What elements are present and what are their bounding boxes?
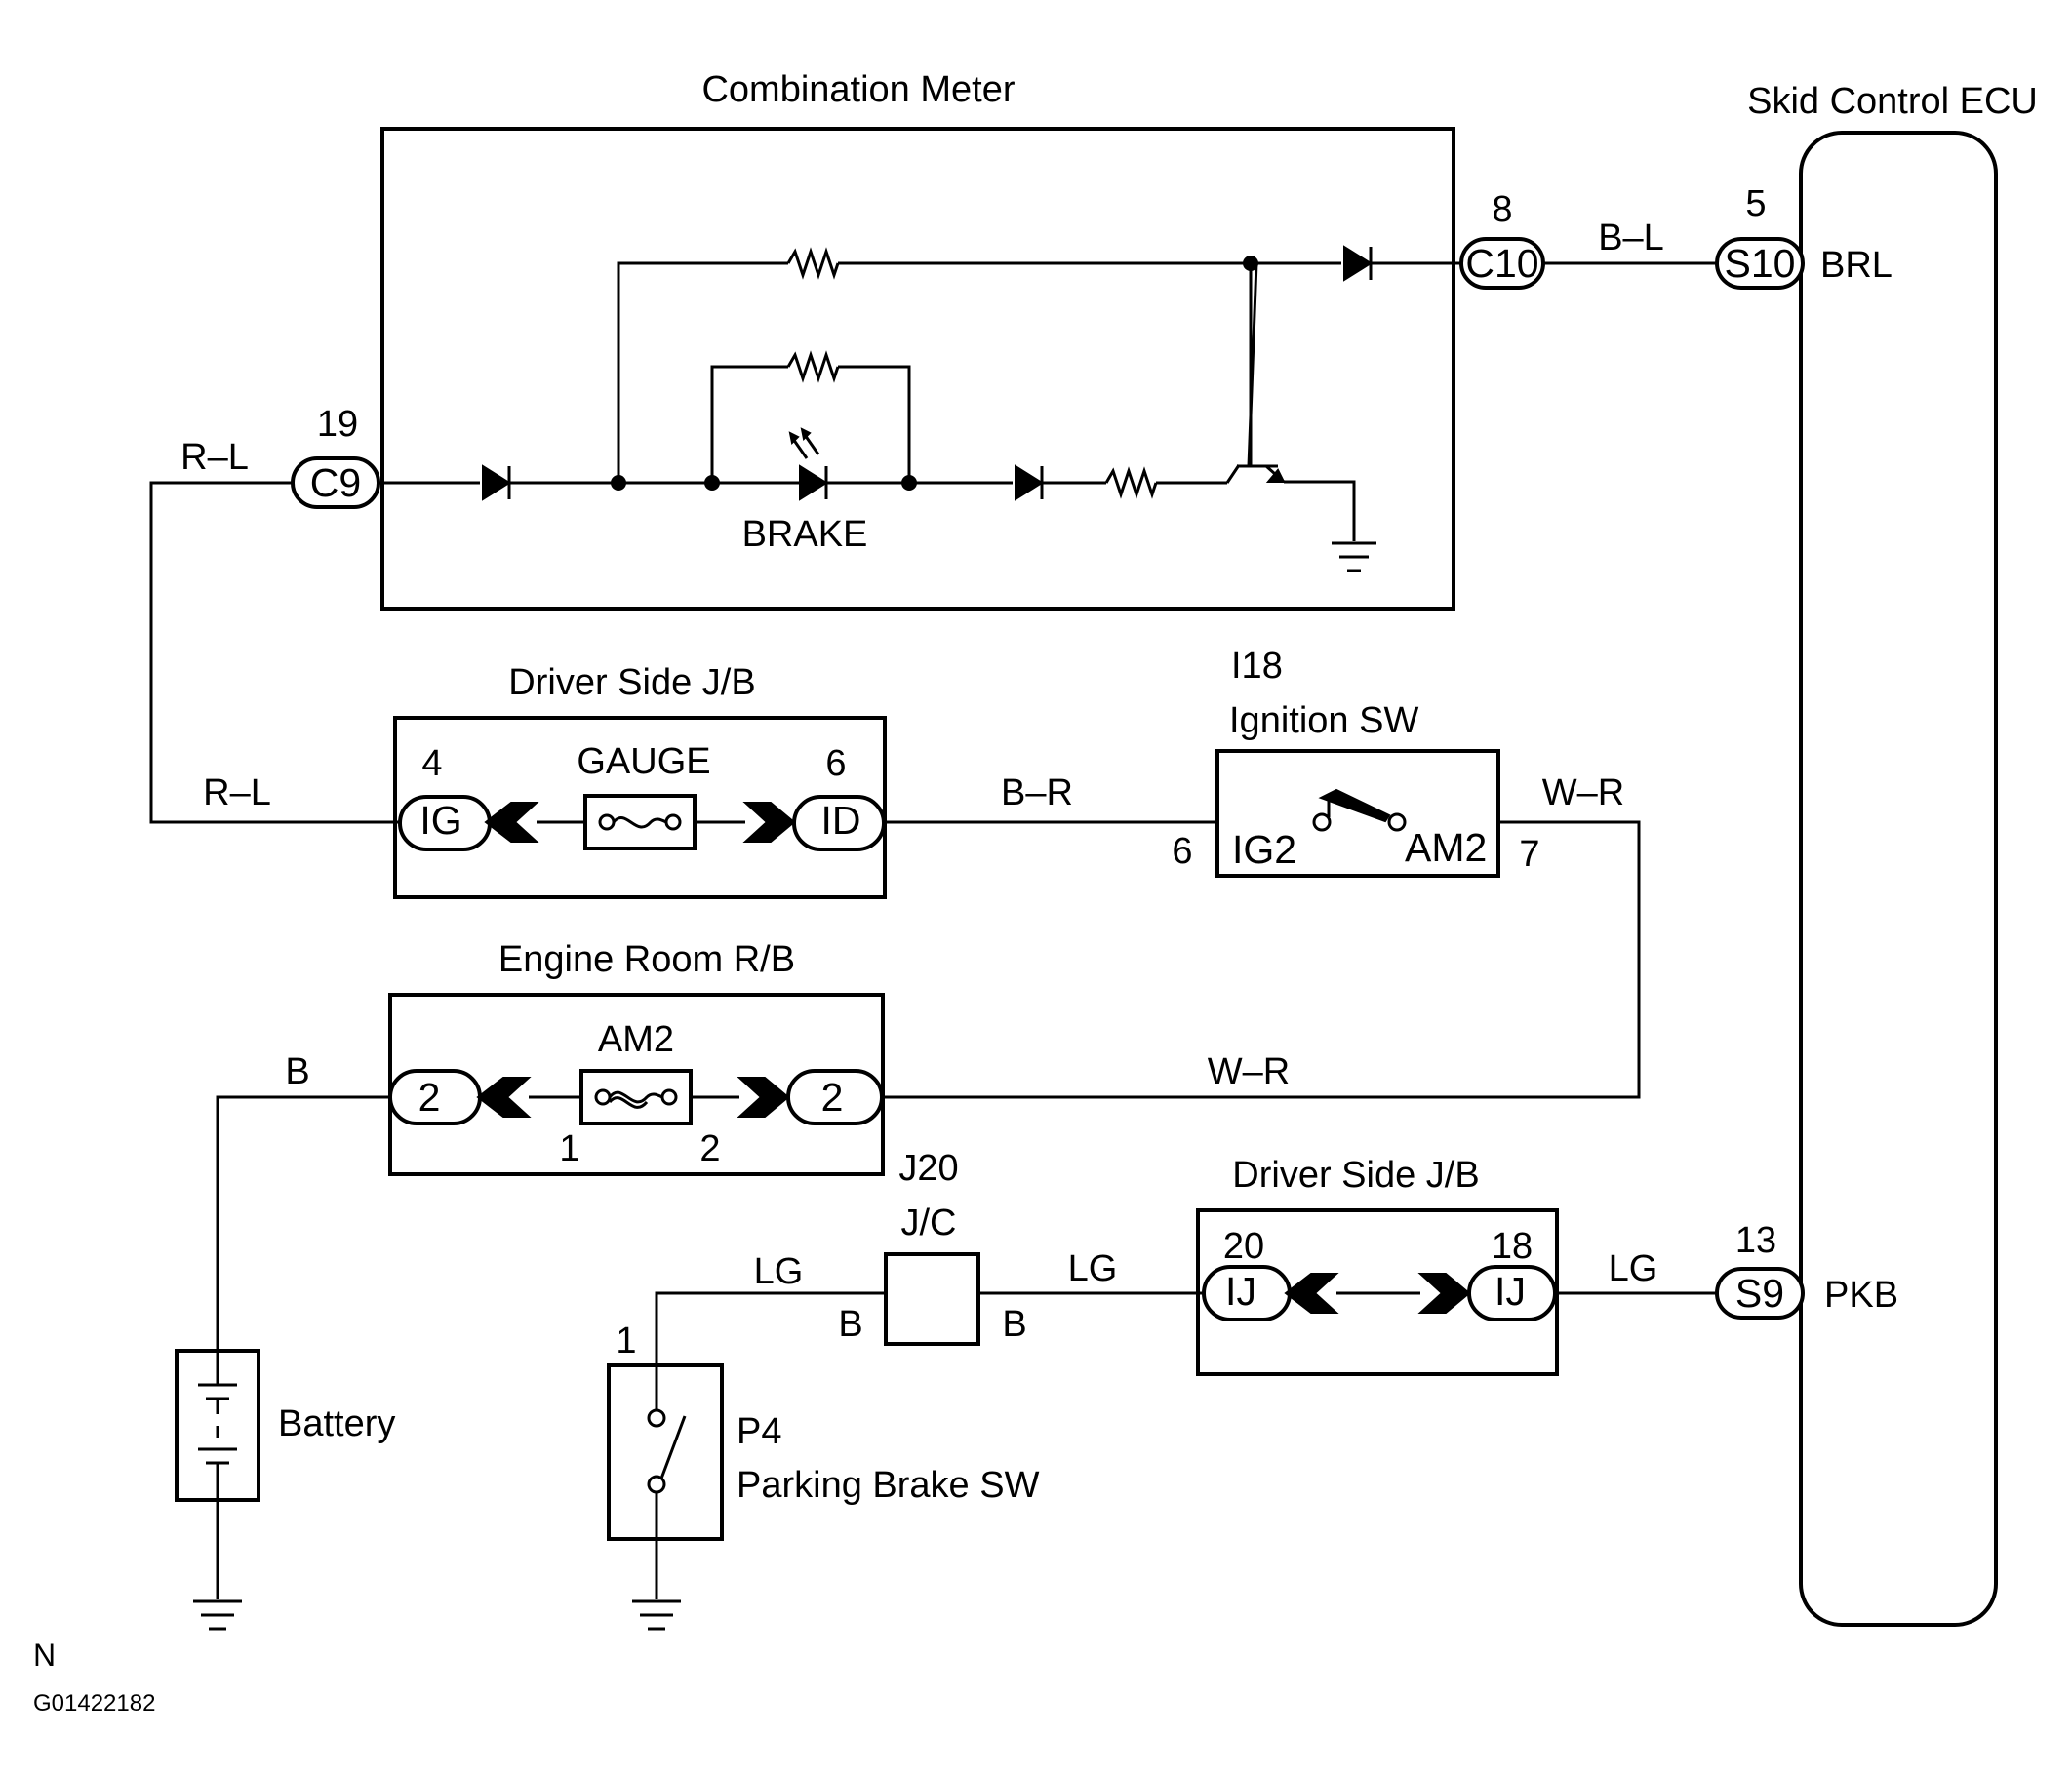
ground-icon [632,1599,681,1631]
wire-label-ig: R–L [203,772,271,813]
driver-jb-bottom-title: Driver Side J/B [1232,1155,1479,1196]
terminal-arrow-icon [1417,1273,1471,1314]
am2-fuse-pin-right: 2 [699,1128,720,1169]
skid-ecu-title: Skid Control ECU [1747,81,2038,122]
connector-ij-left-label: IJ [1225,1269,1256,1314]
terminal-brl: BRL [1820,245,1893,286]
ignition-sw-title: Ignition SW [1229,700,1418,741]
footer-letter: N [33,1637,56,1673]
connector-ig-label: IG [419,798,461,843]
jc-code: J20 [898,1148,958,1189]
connector-id-pin: 6 [825,743,846,784]
battery: Battery [175,1349,395,1502]
connector-ij-right [1467,1265,1557,1321]
brake-lamp-label: BRAKE [742,514,868,555]
connector-c9 [291,456,380,509]
jc-pin-left: B [838,1304,862,1345]
wire-label-ignition-right: W–R [1542,772,1624,813]
terminal-arrow-icon [1284,1273,1339,1314]
connector-s10 [1715,237,1805,290]
resistor-icon [1104,466,1158,499]
ignition-sw-code: I18 [1231,646,1283,687]
diode-icon [482,464,511,501]
am2-fuse-icon [579,1069,693,1125]
connector-ig-pin: 4 [421,743,442,784]
terminal-arrow-icon [476,1077,532,1118]
connector-s10-label: S10 [1725,241,1796,286]
brake-lamp-led-icon [799,464,828,501]
parking-brake-title: Parking Brake SW [737,1465,1040,1506]
connector-engine-left-label: 2 [418,1075,441,1120]
parking-brake-pin: 1 [616,1321,636,1361]
connector-ij-right-pin: 18 [1492,1226,1533,1267]
terminal-arrow-icon [742,802,796,843]
wires [149,261,1722,1599]
jc-pin-right: B [1002,1304,1026,1345]
engine-room-rb: Engine Room R/B 2 AM2 1 2 2 [388,939,885,1176]
connector-engine-right [786,1069,884,1125]
connector-c9-pin: 19 [317,404,358,445]
connector-s9-label: S9 [1735,1271,1784,1316]
ignition-ig2-label: IG2 [1232,827,1296,872]
diode-icon [1015,464,1044,501]
transistor-icon [1225,262,1356,541]
driver-side-jb-bottom: Driver Side J/B IJ 20 IJ 18 [1196,1155,1559,1376]
parking-brake-code: P4 [737,1411,781,1452]
switch-lever-icon [1318,788,1391,823]
ignition-pin-left: 6 [1172,831,1192,872]
wire-label-engine-left: B [285,1051,309,1092]
connector-ij-right-label: IJ [1494,1269,1526,1314]
ignition-pin-right: 7 [1519,834,1539,875]
gauge-fuse-icon [583,794,697,850]
wire-label-jc-left: LG [754,1251,804,1292]
am2-fuse-pin-left: 1 [559,1128,579,1169]
connector-s9 [1715,1267,1805,1320]
junction-connector-j20: J20 J/C B B LG LG [754,1148,1118,1346]
wire-label-ij-right: LG [1609,1248,1658,1289]
wire-label-engine-right: W–R [1208,1051,1290,1092]
terminal-arrow-icon [737,1077,790,1118]
connector-c9-label: C9 [310,460,361,505]
terminal-pkb: PKB [1824,1275,1898,1316]
connector-c10-label: C10 [1465,241,1538,286]
ground-icon [1332,541,1376,572]
ignition-am2-label: AM2 [1405,825,1487,870]
connector-s10-pin: 5 [1745,183,1766,224]
am2-fuse-label: AM2 [598,1019,674,1060]
connector-c10 [1459,237,1545,290]
connector-id [792,795,886,851]
diode-icon [1343,245,1373,282]
combination-meter: Combination Meter BRAKE [180,69,1664,611]
resistor-icon [786,247,840,280]
footer-code: G01422182 [33,1690,155,1716]
wire-label-id: B–R [1001,772,1073,813]
combination-meter-title: Combination Meter [701,69,1015,110]
connector-c10-pin: 8 [1492,189,1512,230]
parking-brake-switch: 1 P4 Parking Brake SW [607,1321,1040,1541]
wire-label-jc-right: LG [1068,1248,1118,1289]
skid-control-ecu: Skid Control ECU S10 5 BRL S9 13 PKB [1715,81,2038,1627]
wire-label-c9: R–L [180,437,249,478]
driver-side-jb-top: Driver Side J/B IG 4 GAUGE ID 6 [393,662,887,899]
battery-label: Battery [278,1403,395,1444]
driver-jb-top-title: Driver Side J/B [508,662,755,703]
resistor-icon [786,350,840,383]
connector-engine-right-label: 2 [821,1075,844,1120]
engine-rb-title: Engine Room R/B [498,939,795,980]
connector-s9-pin: 13 [1735,1220,1776,1261]
ignition-switch: I18 Ignition SW IG2 AM2 6 7 W–R [1172,646,1624,878]
terminal-arrow-icon [484,802,539,843]
connector-id-label: ID [821,798,861,843]
ground-icon [193,1599,242,1631]
wire-label-c10: B–L [1598,217,1664,258]
gauge-fuse-label: GAUGE [577,741,710,782]
jc-title: J/C [901,1203,957,1243]
connector-ij-left-pin: 20 [1223,1226,1264,1267]
